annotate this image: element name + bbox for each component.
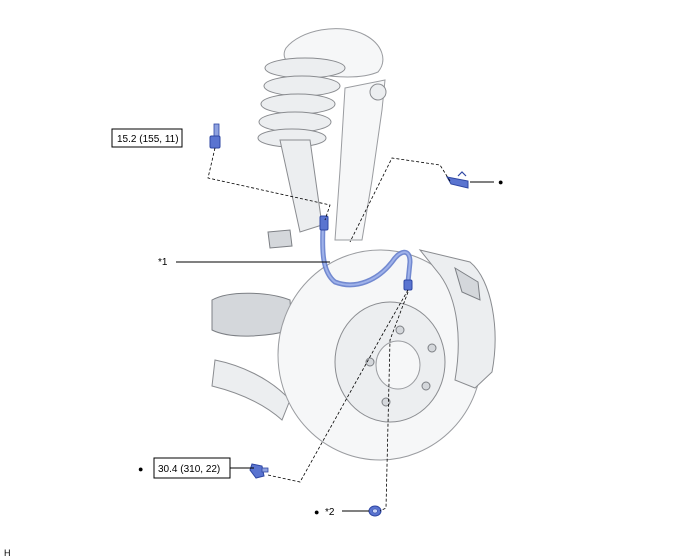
hose-clip-icon [446,171,469,189]
torque-callout-lower: 30.4 (310, 22) [153,457,231,479]
torque-value-lower: 30.4 (310, 22) [158,464,220,475]
figure-code: H [4,548,11,558]
union-bolt-icon [249,463,269,479]
bullet-marker-lower-bolt: ● [138,464,143,474]
knuckle-arm [334,79,386,241]
drive-shaft [211,359,291,421]
hose-upper-fitting [319,215,329,231]
gasket-icon [368,505,382,517]
bullet-marker-clip: ● [498,177,503,187]
hub [375,340,421,390]
torque-callout-upper: 15.2 (155, 11) [111,128,183,148]
hose-lower-fitting [403,279,413,291]
flare-nut-icon [209,123,221,149]
torque-value-upper: 15.2 (155, 11) [117,134,179,145]
leader-lines [176,181,494,512]
alignment-lines [207,147,451,512]
reference-label-2: *2 [325,507,335,518]
strut-body [279,139,323,233]
coil-spring [257,57,346,148]
lower-arm [211,292,293,337]
wheel-speed-bracket [267,229,293,249]
reference-label-1: *1 [158,257,168,268]
suspension-illustration [211,28,496,461]
bullet-marker-gasket: ● [314,507,319,517]
